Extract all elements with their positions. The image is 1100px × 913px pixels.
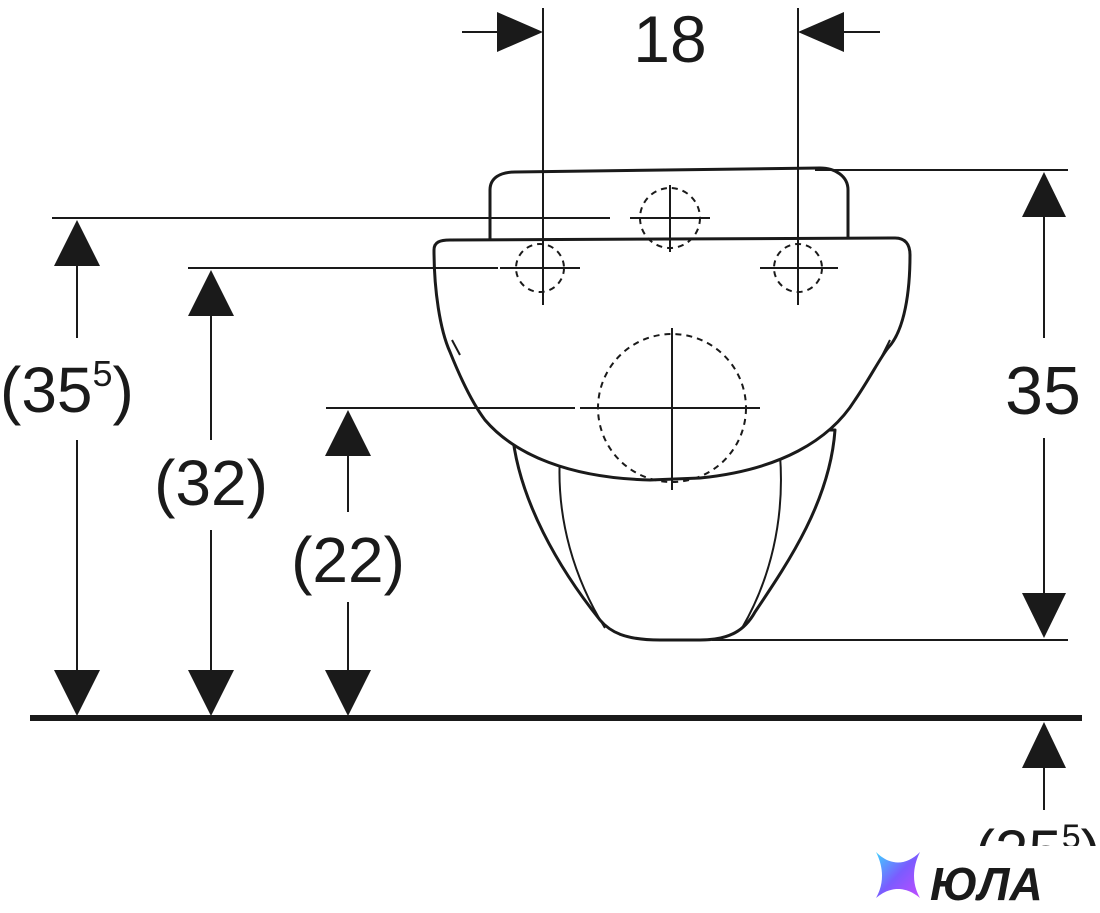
- dimension-left-middle: (32): [154, 267, 498, 716]
- center-lines: [500, 185, 838, 490]
- dimension-left-inner: (22): [291, 407, 575, 716]
- dimension-right-height: 35: [712, 169, 1081, 641]
- dimension-top-width: 18: [462, 2, 880, 305]
- yula-logo-mark: [876, 852, 920, 898]
- dimension-right-height-label: 35: [1005, 353, 1081, 429]
- dimension-left-outer-label: (355): [0, 353, 134, 426]
- yula-logo-text: ЮЛА: [930, 858, 1043, 910]
- dimension-left-middle-label: (32): [154, 447, 268, 519]
- dimension-left-inner-label: (22): [291, 524, 405, 596]
- dimension-left-outer: (355): [0, 217, 610, 716]
- dimension-top-width-label: 18: [633, 2, 706, 76]
- yula-logo: ЮЛА: [876, 852, 1043, 910]
